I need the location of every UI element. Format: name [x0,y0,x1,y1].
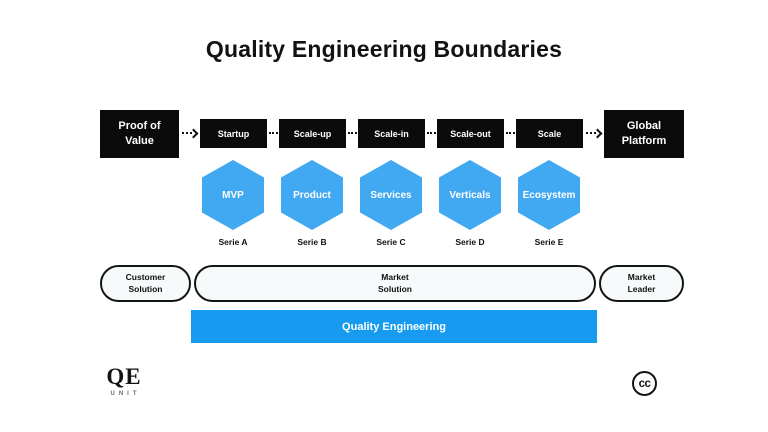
stage-scale: Scale [516,119,583,148]
stage-proof-of-value: Proof of Value [100,110,179,158]
serie-e-label: Serie E [534,237,564,247]
stage-startup: Startup [200,119,267,148]
qe-logo-text: QE [106,364,142,389]
unit-logo-text: UNIT [110,391,141,398]
serie-c-label: Serie C [376,237,406,247]
quality-engineering-bar: Quality Engineering [191,310,597,343]
serie-d-label: Serie D [455,237,485,247]
dotted-connector [427,132,436,134]
market-leader-band: Market Leader [599,265,684,302]
diagram-title: Quality Engineering Boundaries [205,36,563,62]
hexagon-mvp: MVP [202,160,264,230]
hexagon-verticals: Verticals [439,160,501,230]
qe-unit-logo: QE UNIT [100,364,148,397]
serie-b-label: Serie B [297,237,327,247]
arrow-right-icon [188,128,199,139]
dotted-connector [269,132,278,134]
dotted-connector [182,132,192,134]
market-solution-band: Market Solution [194,265,596,302]
dotted-connector [586,132,596,134]
customer-solution-band: Customer Solution [100,265,191,302]
stage-global-platform: Global Platform [604,110,684,158]
stage-scale-up: Scale-up [279,119,346,148]
creative-commons-icon: cc [632,371,657,396]
dotted-connector [348,132,357,134]
hexagon-services: Services [360,160,422,230]
arrow-right-icon [592,128,603,139]
stage-scale-in: Scale-in [358,119,425,148]
hexagon-product: Product [281,160,343,230]
dotted-connector [506,132,515,134]
hexagon-ecosystem: Ecosystem [518,160,580,230]
serie-a-label: Serie A [218,237,248,247]
stage-scale-out: Scale-out [437,119,504,148]
